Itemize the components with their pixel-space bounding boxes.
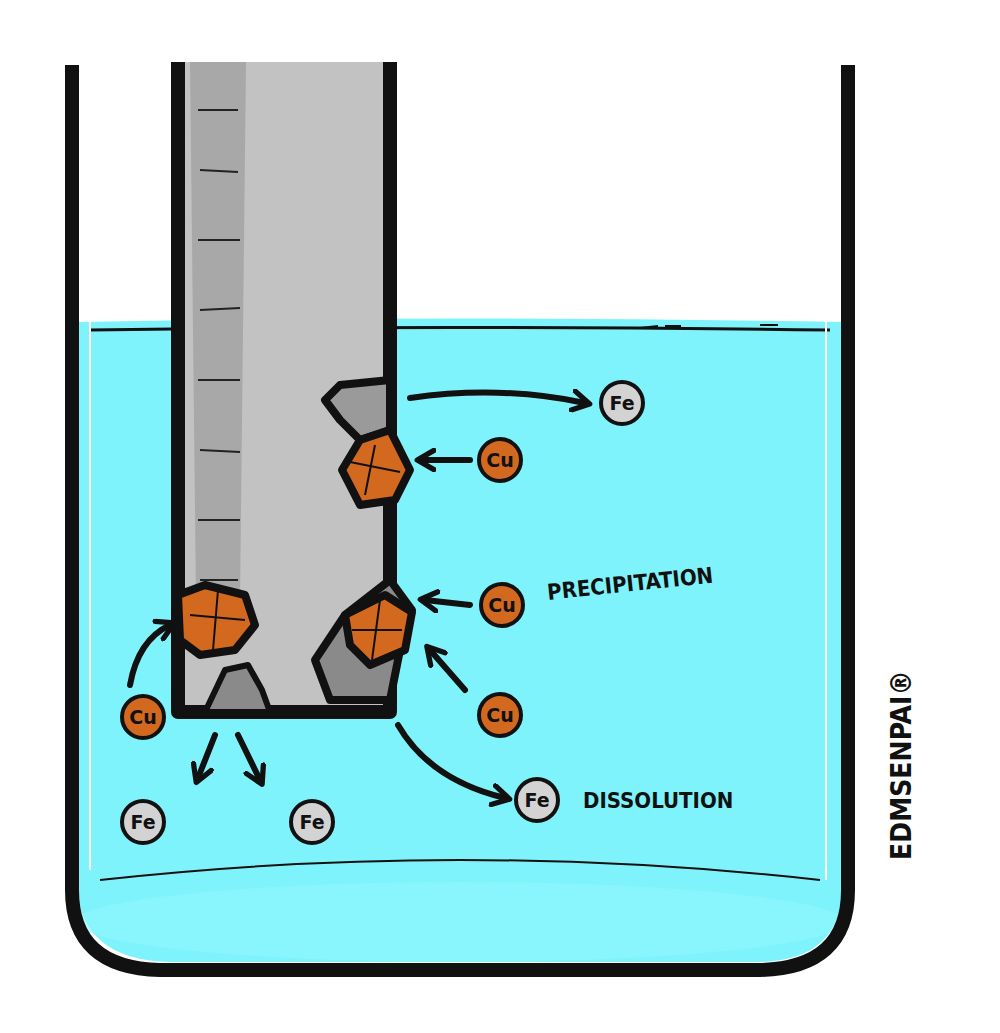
iron-ion: Fe xyxy=(120,799,166,845)
ion-symbol: Cu xyxy=(129,706,156,728)
ion-symbol: Cu xyxy=(486,449,513,471)
iron-ion: Fe xyxy=(289,799,335,845)
ion-symbol: Fe xyxy=(524,789,549,811)
ion-symbol: Fe xyxy=(299,811,324,833)
iron-ion: Fe xyxy=(599,380,645,426)
copper-ion: Cu xyxy=(120,694,166,740)
copper-ion: Cu xyxy=(477,692,523,738)
ion-symbol: Fe xyxy=(130,811,155,833)
ion-symbol: Fe xyxy=(609,392,634,414)
process-label: DISSOLUTION xyxy=(583,788,733,813)
copper-ion: Cu xyxy=(477,437,523,483)
ion-symbol: Cu xyxy=(486,704,513,726)
watermark: EDMSENPAI® xyxy=(885,670,918,860)
ion-symbol: Cu xyxy=(488,594,515,616)
copper-ion: Cu xyxy=(479,582,525,628)
iron-ion: Fe xyxy=(514,777,560,823)
